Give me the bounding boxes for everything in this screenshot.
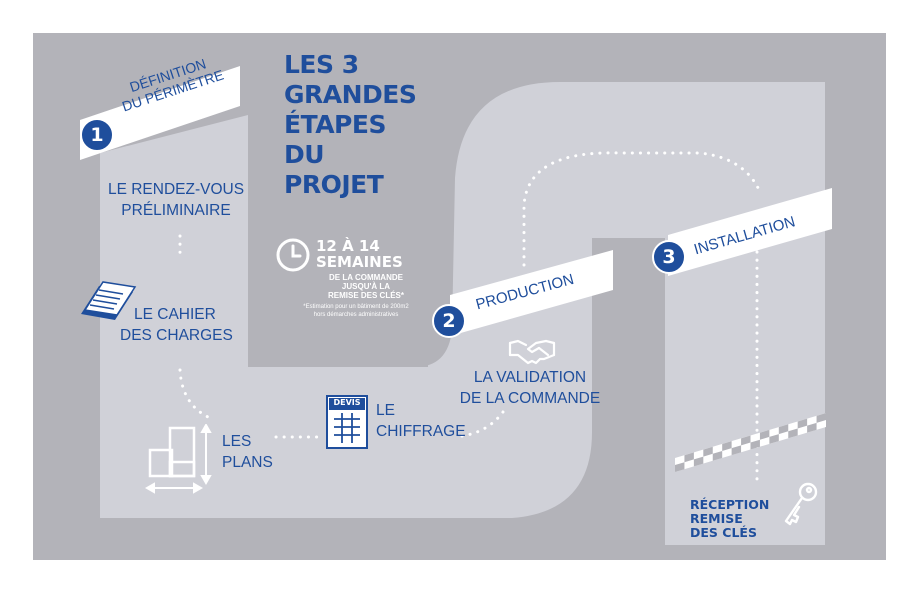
step-cahier-line-1: LE CAHIER bbox=[134, 306, 216, 323]
banner-stage-2 bbox=[450, 250, 613, 336]
finish-line-square bbox=[722, 441, 732, 451]
dotted-route bbox=[178, 151, 762, 482]
step-validation: LA VALIDATION DE LA COMMANDE bbox=[455, 367, 605, 409]
finish-line-square bbox=[778, 424, 789, 435]
step-validation-line-2: DE LA COMMANDE bbox=[459, 390, 601, 407]
footnote-line-2: hors démarches administratives bbox=[313, 312, 399, 318]
finish-line-square bbox=[816, 413, 826, 423]
stage-2-number: 2 bbox=[432, 304, 466, 338]
modules-plan-icon bbox=[144, 424, 212, 494]
banner-stage-3 bbox=[668, 188, 832, 276]
finish-line-square bbox=[797, 418, 808, 429]
stage-1-number: 1 bbox=[80, 118, 114, 152]
step-cahier-line-2: DES CHARGES bbox=[120, 327, 233, 344]
step-plans-line-2: PLANS bbox=[222, 454, 273, 471]
finish-line-square bbox=[750, 439, 760, 450]
duration-headline-1: 12 À 14 bbox=[316, 237, 380, 255]
footnote-line-1: *Estimation pour un bâtiment de 200m2 bbox=[303, 304, 409, 310]
step-chiffrage-line-2: CHIFFRAGE bbox=[376, 423, 466, 440]
devis-document-icon bbox=[326, 395, 368, 449]
step-rendezvous: LE RENDEZ-VOUS PRÉLIMINAIRE bbox=[100, 179, 252, 221]
stage-3-number: 3 bbox=[652, 240, 686, 274]
title-line-5: PROJET bbox=[284, 170, 384, 199]
duration-sub-line-3: REMISE DES CLÉS* bbox=[327, 291, 404, 300]
step-plans: LES PLANS bbox=[222, 431, 273, 473]
step-chiffrage-line-1: LE bbox=[376, 402, 395, 419]
step-rendezvous-line-1: LE RENDEZ-VOUS bbox=[107, 181, 245, 198]
step-validation-line-1: LA VALIDATION bbox=[473, 369, 587, 386]
step-reception-line-3: DES CLÉS bbox=[690, 525, 757, 540]
finish-line-square bbox=[741, 435, 751, 446]
duration-headline-2: SEMAINES bbox=[316, 253, 403, 271]
finish-line-square bbox=[759, 429, 770, 440]
title-line-4: DU bbox=[284, 140, 325, 169]
step-rendezvous-line-2: PRÉLIMINAIRE bbox=[121, 202, 231, 219]
duration-footnote: *Estimation pour un bâtiment de 200m2 ho… bbox=[292, 303, 420, 319]
step-cahier: LE CAHIER DES CHARGES bbox=[120, 304, 233, 346]
step-chiffrage: LE CHIFFRAGE bbox=[376, 400, 466, 442]
step-reception: RÉCEPTION REMISE DES CLÉS bbox=[690, 498, 769, 540]
duration-sub-line-2: JUSQU'À LA bbox=[341, 282, 391, 291]
finish-line-square bbox=[788, 428, 798, 439]
finish-line-square bbox=[731, 445, 742, 456]
devis-label: DEVIS bbox=[333, 398, 361, 407]
key-icon bbox=[784, 482, 818, 526]
step-reception-line-1: RÉCEPTION bbox=[690, 497, 770, 512]
duration-sub-line-1: DE LA COMMANDE bbox=[329, 273, 403, 282]
title-line-3: ÉTAPES bbox=[284, 110, 386, 139]
finish-line-square bbox=[712, 450, 723, 461]
step-reception-line-2: REMISE bbox=[690, 511, 743, 526]
document-stack-icon bbox=[81, 281, 137, 320]
title-line-1: LES 3 bbox=[284, 50, 359, 79]
finish-line-square bbox=[684, 452, 694, 463]
title-line-2: GRANDES bbox=[284, 80, 417, 109]
step-plans-line-1: LES bbox=[222, 433, 252, 450]
duration-sub: DE LA COMMANDE JUSQU'À LA REMISE DES CLÉ… bbox=[316, 273, 416, 300]
finish-line bbox=[675, 413, 826, 472]
handshake-icon bbox=[508, 339, 556, 365]
banner-stage-1 bbox=[80, 66, 240, 160]
clock-icon bbox=[276, 238, 310, 272]
finish-line-square bbox=[693, 456, 704, 467]
finish-line-square bbox=[769, 434, 779, 444]
finish-line-square bbox=[703, 446, 713, 457]
finish-line-square bbox=[675, 462, 685, 472]
finish-line-square bbox=[807, 422, 817, 433]
